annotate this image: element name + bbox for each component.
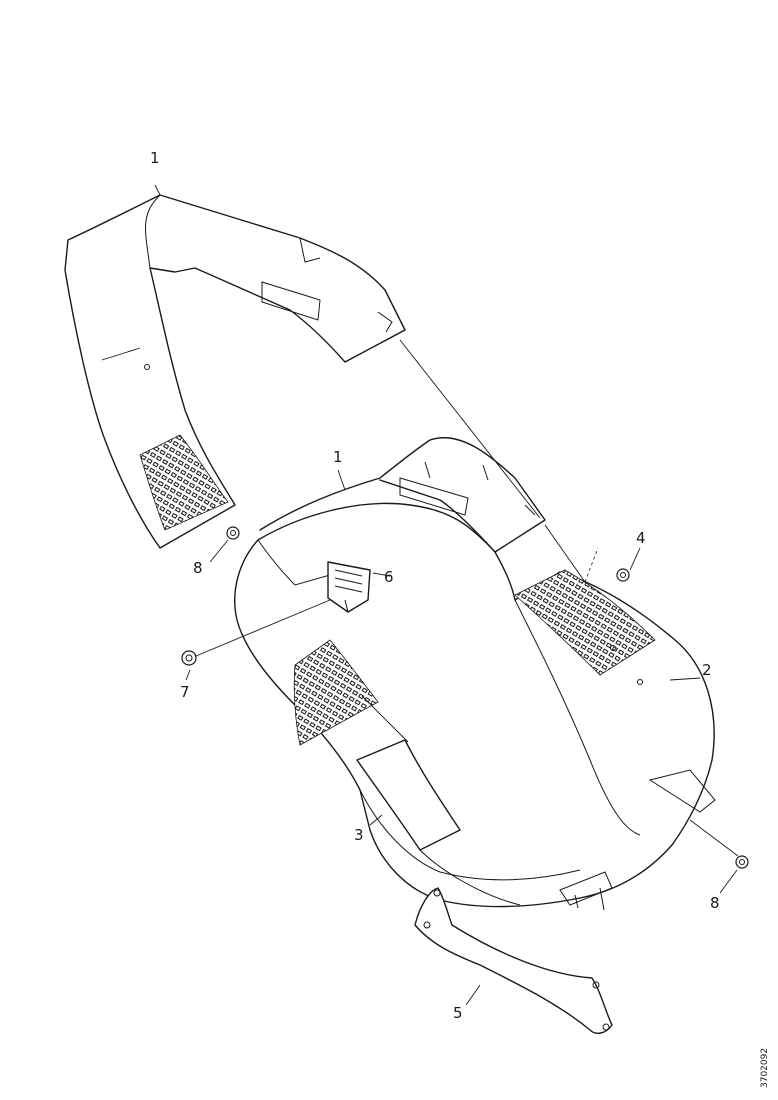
band-part [356, 739, 521, 906]
callout-7: 7 [180, 683, 190, 701]
nut-8-left [226, 526, 240, 540]
callout-6: 6 [384, 568, 394, 586]
strap-part [414, 887, 613, 1034]
callout-4: 4 [636, 529, 646, 547]
callout-8-right: 8 [710, 894, 720, 912]
callout-8-left: 8 [193, 559, 203, 577]
callout-1-mid: 1 [333, 448, 343, 466]
clamp-bracket-part [327, 561, 371, 613]
reference-code: 3702092 [760, 1048, 770, 1088]
callout-5: 5 [453, 1004, 463, 1022]
nut-7 [181, 650, 197, 666]
callout-2: 2 [702, 661, 712, 679]
nut-4 [616, 568, 630, 582]
upper-guard-part [64, 194, 406, 549]
nut-8-right [735, 855, 749, 869]
lower-guard-part [234, 502, 716, 911]
middle-guard-part [259, 437, 546, 553]
callout-1-top: 1 [150, 149, 160, 167]
assembly-lines [154, 184, 739, 1006]
callout-3: 3 [354, 826, 364, 844]
